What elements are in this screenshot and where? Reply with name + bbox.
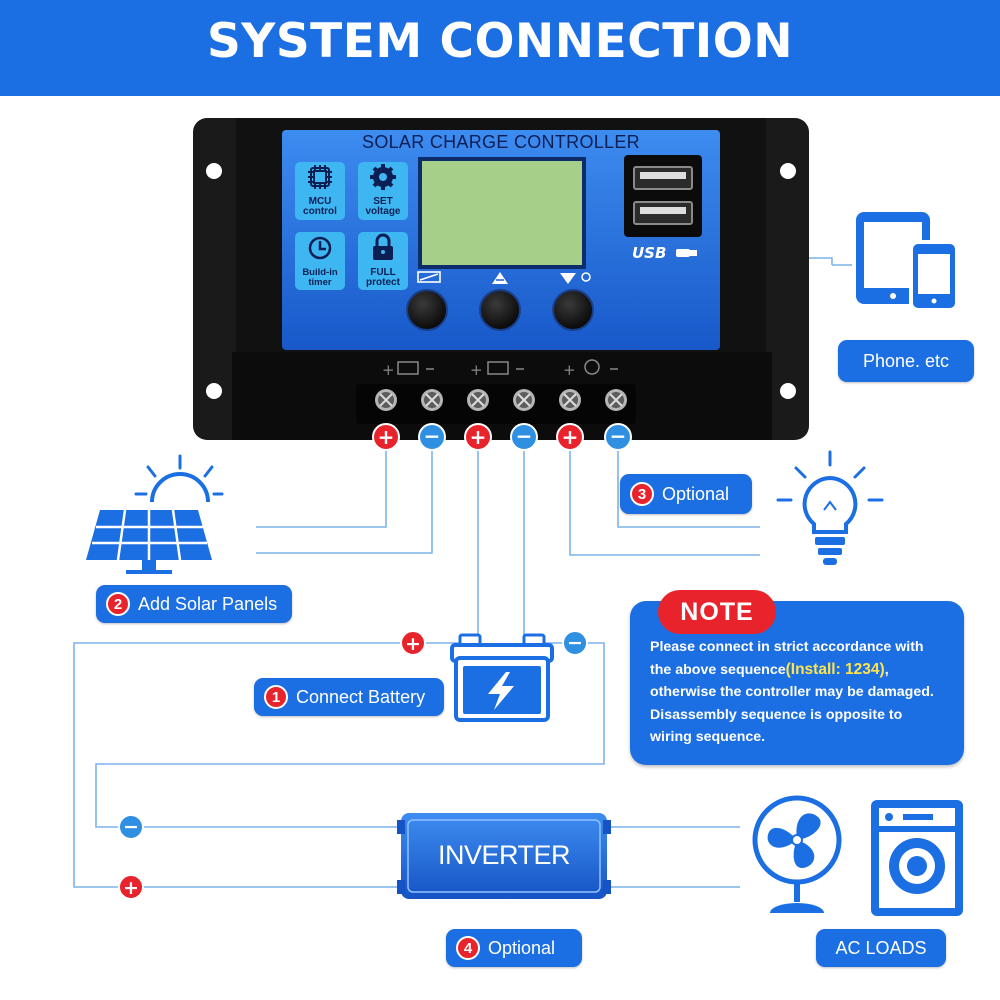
mounting-hole-icon bbox=[206, 163, 222, 179]
lightning-icon bbox=[488, 672, 514, 710]
battery-plus-marker: + bbox=[400, 630, 426, 656]
page-title: SYSTEM CONNECTION bbox=[206, 14, 794, 69]
usb-plug-icon bbox=[676, 249, 697, 257]
note-line-2a: the above sequence bbox=[650, 661, 786, 678]
note-line-2b: , bbox=[884, 661, 889, 678]
svg-text:+: + bbox=[405, 633, 421, 655]
terminal-minus-solar: − bbox=[418, 423, 446, 451]
note-line-3: otherwise the controller may be damaged. bbox=[650, 684, 934, 700]
svg-text:+: + bbox=[378, 425, 395, 449]
controller-title: SOLAR CHARGE CONTROLLER bbox=[362, 132, 640, 152]
feature-timer-label-1: Build-in bbox=[302, 267, 338, 278]
note-line-2: the above sequence(Install: 1234), bbox=[650, 659, 956, 682]
feature-mcu-label-1: MCU bbox=[308, 196, 332, 207]
optional-4-text: Optional bbox=[488, 937, 556, 958]
svg-text:+: + bbox=[470, 361, 483, 379]
svg-text:+: + bbox=[382, 361, 395, 379]
terminal-markers: + − + − + − + − − + bbox=[118, 423, 632, 900]
feature-timer-label-2: timer bbox=[308, 277, 332, 288]
solar-text: Add Solar Panels bbox=[138, 593, 278, 614]
feature-set-label-1: SET bbox=[373, 196, 393, 207]
solar-panel-symbol-icon bbox=[397, 361, 419, 375]
optional-4-label: 4 Optional bbox=[446, 929, 582, 967]
svg-text:−: − bbox=[424, 424, 441, 448]
menu-button bbox=[406, 289, 448, 331]
chip-icon bbox=[308, 165, 332, 189]
step-number: 3 bbox=[630, 482, 654, 506]
wires bbox=[73, 257, 852, 888]
feature-protect-label-1: FULL bbox=[370, 267, 396, 278]
light-bulb-icon bbox=[776, 450, 884, 565]
up-arrow-icon bbox=[492, 272, 508, 284]
terminal-minus-load: − bbox=[604, 423, 632, 451]
lock-icon bbox=[373, 233, 393, 260]
svg-text:−: − bbox=[123, 816, 139, 838]
inverter-plus-marker: + bbox=[118, 874, 144, 900]
svg-text:+: + bbox=[470, 425, 487, 449]
solar-charge-controller: + + + bbox=[193, 118, 809, 440]
inverter-minus-marker: − bbox=[118, 814, 144, 840]
note-line-1: Please connect in strict accordance with bbox=[650, 639, 924, 655]
inverter-icon bbox=[397, 813, 611, 899]
battery-icon bbox=[450, 633, 554, 722]
mounting-hole-icon bbox=[780, 383, 796, 399]
terminal-plus-solar: + bbox=[372, 423, 400, 451]
phone-label-text: Phone. etc bbox=[862, 350, 950, 371]
svg-text:−: − bbox=[610, 424, 627, 448]
step-number: 1 bbox=[264, 685, 288, 709]
terminal-plus-battery: + bbox=[464, 423, 492, 451]
bulb-symbol-icon bbox=[584, 359, 600, 375]
note-line-4: Disassembly sequence is opposite to bbox=[650, 706, 903, 723]
svg-text:+: + bbox=[562, 425, 579, 449]
phone-label: Phone. etc bbox=[838, 340, 974, 382]
feature-tile-mcu bbox=[295, 162, 345, 220]
solar-panel-icon bbox=[86, 454, 224, 574]
svg-text:+: + bbox=[563, 361, 576, 379]
step-number: 2 bbox=[106, 592, 130, 616]
battery-menu-icon bbox=[417, 271, 441, 283]
note-line-5: wiring sequence. bbox=[650, 729, 766, 745]
ac-loads-label: AC LOADS bbox=[816, 929, 946, 967]
usb-label: USB bbox=[632, 244, 667, 262]
gear-icon bbox=[370, 164, 396, 190]
terminal-symbols: + + + bbox=[382, 359, 618, 379]
mounting-hole-icon bbox=[206, 383, 222, 399]
optional-3-text: Optional bbox=[662, 483, 730, 504]
feature-tile-protect bbox=[358, 232, 408, 290]
fan-icon bbox=[752, 795, 842, 913]
terminal-screws bbox=[375, 389, 627, 411]
battery-minus-marker: − bbox=[562, 630, 588, 656]
note-text: Please connect in strict accordance with… bbox=[650, 636, 956, 749]
svg-text:+: + bbox=[123, 877, 139, 899]
feature-protect-label-2: protect bbox=[366, 277, 400, 288]
down-bulb-icon bbox=[560, 272, 591, 284]
svg-text:−: − bbox=[516, 424, 533, 448]
battery-symbol-icon bbox=[487, 361, 509, 375]
mounting-hole-icon bbox=[780, 163, 796, 179]
tablet-phone-icon bbox=[856, 212, 959, 312]
inverter-label: INVERTER bbox=[437, 840, 571, 870]
up-button bbox=[479, 289, 521, 331]
optional-3-label: 3 Optional bbox=[620, 474, 752, 514]
battery-label: 1 Connect Battery bbox=[254, 678, 444, 716]
ac-loads-text: AC LOADS bbox=[835, 937, 927, 958]
feature-tile-timer bbox=[295, 232, 345, 290]
feature-mcu-label-2: control bbox=[303, 206, 337, 217]
svg-text:−: − bbox=[567, 632, 583, 654]
lcd-screen bbox=[422, 161, 582, 265]
header-banner bbox=[0, 0, 1000, 96]
step-number: 4 bbox=[456, 936, 480, 960]
down-button bbox=[552, 289, 594, 331]
install-order-highlight: (Install: 1234) bbox=[785, 660, 885, 678]
terminal-minus-battery: − bbox=[510, 423, 538, 451]
clock-icon bbox=[308, 236, 332, 260]
note-title: NOTE bbox=[658, 590, 776, 634]
terminal-plus-load: + bbox=[556, 423, 584, 451]
feature-set-label-2: voltage bbox=[365, 206, 401, 217]
washing-machine-icon bbox=[871, 800, 963, 916]
solar-label: 2 Add Solar Panels bbox=[96, 585, 292, 623]
battery-text: Connect Battery bbox=[296, 686, 426, 707]
